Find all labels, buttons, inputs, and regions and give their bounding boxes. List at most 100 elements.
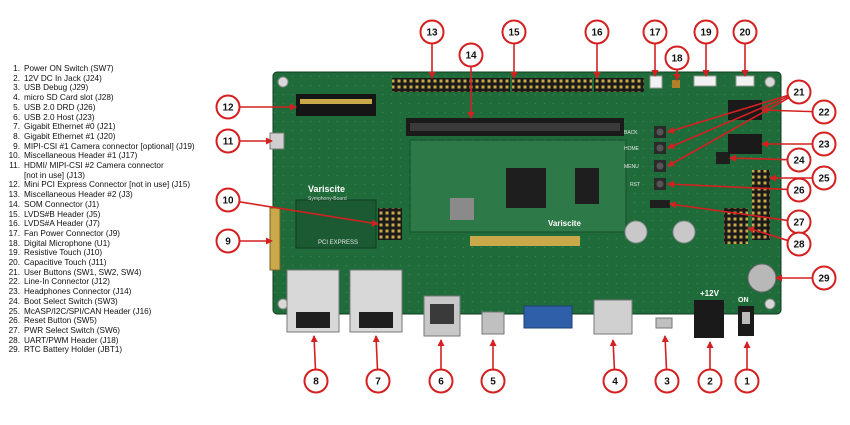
callout-number: 27: [793, 218, 805, 229]
legend-item-text: Fan Power Connector (J9): [24, 228, 121, 238]
legend-item-number: 28.: [8, 335, 20, 345]
legend-item-number: 9.: [13, 141, 20, 151]
legend-item-number: 13.: [8, 190, 20, 200]
legend-item-number: 4.: [13, 93, 20, 103]
mipi-csi-1-connector: [269, 207, 281, 271]
legend-item: 25.McASP/I2C/SPI/CAN Header (J16): [6, 307, 238, 317]
digital-microphone: [672, 80, 680, 88]
legend-item: 14.SOM Connector (J1): [6, 200, 238, 210]
board-brand: Variscite: [308, 184, 345, 194]
capacitor: [624, 220, 648, 244]
legend-item: 21.User Buttons (SW1, SW2, SW4): [6, 268, 238, 278]
lvds-a-header: [594, 78, 644, 92]
legend-item: 19. Resistive Touch (J10): [6, 248, 238, 258]
legend-item-text: Reset Button (SW5): [24, 316, 97, 326]
button-label-menu: MENU: [624, 164, 639, 170]
legend-item-number: 8.: [13, 131, 20, 141]
legend-item-number: 12.: [8, 180, 20, 190]
legend-item: 11. HDMI/ MIPI-CSI #2 Camera connector: [6, 161, 238, 171]
callout-number: 25: [818, 174, 830, 185]
legend-item: 27.PWR Select Switch (SW6): [6, 326, 238, 336]
legend-item-number: 1.: [13, 64, 20, 73]
legend-item: 1.Power ON Switch (SW7): [6, 64, 238, 74]
callout-arrow: [747, 226, 789, 242]
legend-item: 2.12V DC In Jack (J24): [6, 74, 238, 84]
legend-item: 10. Miscellaneous Header #1 (J17): [6, 151, 238, 161]
boot-select-switch: [716, 152, 730, 164]
callout-circle: [501, 19, 527, 45]
lvds-b-header: [512, 78, 592, 92]
callout-number: 14: [465, 51, 477, 62]
legend-item: 26.Reset Button (SW5): [6, 316, 238, 326]
legend-item: 23. Headphones Connector (J14): [6, 287, 238, 297]
button-label-home: HOME: [624, 146, 640, 152]
legend-item-text: Miscellaneous Header #2 (J3): [24, 190, 133, 200]
legend-item-text: RTC Battery Holder (JBT1): [24, 345, 123, 355]
voltage-label: +12V: [700, 289, 720, 298]
legend-item: 16. LVDS#A Header (J7): [6, 219, 238, 229]
legend-item-number: 3.: [13, 83, 20, 93]
legend-item-text: HDMI/ MIPI-CSI #2 Camera connector: [24, 161, 164, 171]
legend-item-number: 18.: [8, 238, 20, 248]
legend-item-text: USB 2.0 Host (J23): [24, 112, 95, 122]
legend-item-text: Gigabit Ethernet #0 (J21): [24, 122, 116, 132]
callout-number: 24: [793, 156, 805, 167]
callout-circle: [697, 368, 723, 394]
resistive-touch-connector: [693, 75, 717, 87]
legend-item-number: 10.: [8, 151, 20, 161]
on-label: ON: [738, 297, 749, 304]
line-in-connector: [728, 100, 762, 120]
legend-item-number: 5.: [13, 102, 20, 112]
callout-arrow: [609, 339, 617, 370]
callout-circle: [734, 368, 760, 394]
pwr-select-switch: [650, 200, 670, 208]
callout-circle: [811, 165, 837, 191]
reset-button: [654, 178, 666, 190]
legend-item-number: 23.: [8, 287, 20, 297]
callout-circle: [215, 187, 241, 213]
callout-circle: [664, 45, 690, 71]
legend-item-number: 15.: [8, 209, 20, 219]
fan-connector: [649, 75, 663, 89]
legend-item-text: [not in use] (J13): [24, 170, 85, 180]
capacitive-touch-connector: [735, 75, 755, 87]
callout-arrow: [239, 201, 379, 227]
callout-number: 3: [664, 377, 670, 388]
som-gold-edge: [470, 236, 580, 246]
mini-pcie-connector: [296, 94, 376, 116]
legend-item-text: Capacitive Touch (J11): [24, 258, 107, 268]
legend-item-text: Miscellaneous Header #1 (J17): [24, 151, 138, 161]
legend-item-number: 22.: [8, 277, 20, 287]
hdmi-camera-connector: [269, 132, 285, 150]
legend-item-number: 16.: [8, 219, 20, 229]
callout-number: 5: [490, 377, 496, 388]
legend-item: 15.LVDS#B Header (J5): [6, 210, 238, 220]
callout-circle: [811, 265, 837, 291]
legend-item: 12.Mini PCI Express Connector [not in us…: [6, 180, 238, 190]
legend-item-text: Headphones Connector (J14): [24, 287, 132, 297]
user-buttons: [654, 126, 666, 172]
callout-circle: [693, 19, 719, 45]
legend-item-number: 11.: [9, 161, 20, 171]
legend-item: 18.Digital Microphone (U1): [6, 239, 238, 249]
callout-arrow: [310, 335, 318, 370]
legend-item-number: 19.: [8, 248, 20, 258]
usb-drd-port: [481, 311, 505, 335]
legend-item-number: 14.: [8, 199, 20, 209]
callout-arrow: [667, 180, 788, 191]
headphones-connector: [728, 134, 762, 154]
usb-debug-port: [655, 317, 673, 329]
legend-item-text: LVDS#A Header (J7): [24, 219, 100, 229]
legend-item: 6. USB 2.0 Host (J23): [6, 113, 238, 123]
callout-number: 8: [313, 377, 319, 388]
callout-number: 16: [591, 28, 603, 39]
sata-connector: [523, 305, 573, 329]
legend-item-text: Boot Select Switch (SW3): [24, 296, 118, 306]
legend-item: [not in use] (J13): [6, 171, 238, 181]
callout-number: 23: [818, 140, 830, 151]
legend-item-text: Resistive Touch (J10): [24, 248, 103, 258]
legend-item-number: 6.: [13, 112, 20, 122]
callout-circle: [602, 368, 628, 394]
legend-item: 22.Line-In Connector (J12): [6, 277, 238, 287]
rtc-battery-holder: [747, 263, 777, 293]
